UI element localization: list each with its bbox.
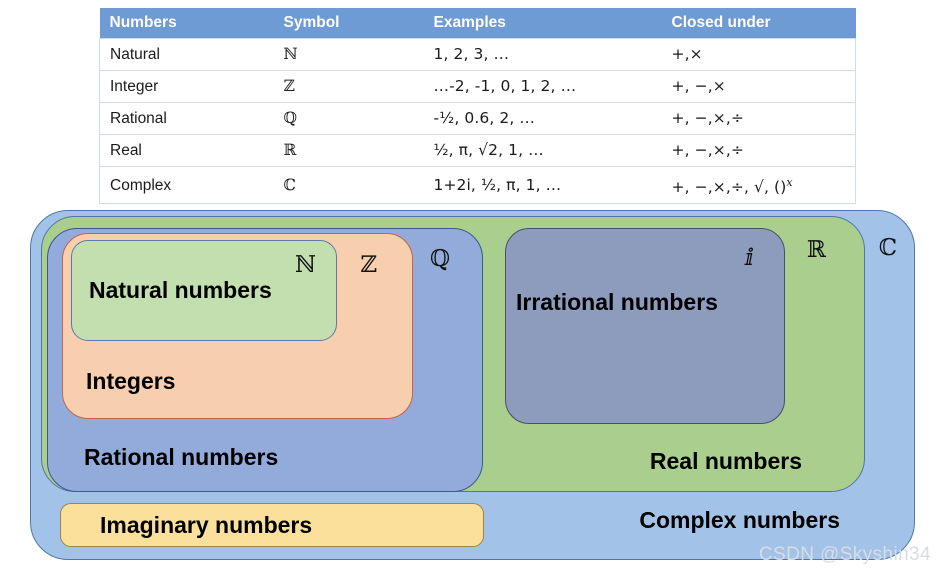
table-header: Numbers Symbol Examples Closed under [99, 8, 856, 39]
symbol-integer: ℤ [360, 252, 377, 278]
table-body: Natural ℕ 1, 2, 3, … +,× Integer ℤ …-2, … [99, 38, 856, 204]
cell-closed-under: +, −,×,÷ [661, 102, 856, 135]
column-header-numbers: Numbers [109, 14, 177, 31]
label-complex-numbers: Complex numbers [639, 507, 840, 533]
cell-number-name: Rational [99, 102, 274, 135]
cell-examples: ½, π, √2, 1, … [433, 141, 544, 159]
symbol-irrational: ⅈ [745, 245, 754, 271]
label-imaginary-numbers: Imaginary numbers [100, 512, 313, 538]
cell-examples: …-2, -1, 0, 1, 2, … [433, 77, 577, 95]
table-row: Integer ℤ …-2, -1, 0, 1, 2, … +, −,× [99, 70, 856, 103]
table-row: Real ℝ ½, π, √2, 1, … +, −,×,÷ [99, 134, 856, 167]
symbol-real: ℝ [806, 237, 826, 263]
cell-closed-under: +, −,× [661, 70, 856, 103]
column-header-examples: Examples [433, 14, 506, 31]
cell-closed-under: +, −,×,÷ [661, 134, 856, 167]
symbol-complex: ℂ [878, 235, 897, 261]
label-natural-numbers: Natural numbers [89, 277, 272, 303]
closed-under-exponent: x [786, 176, 793, 189]
cell-closed-under: +,× [661, 38, 856, 71]
region-natural-numbers: ℕ Natural numbers [71, 240, 337, 341]
number-types-table: Numbers Symbol Examples Closed under Nat… [99, 8, 856, 205]
cell-number-name: Complex [99, 166, 274, 204]
cell-examples: 1, 2, 3, … [433, 45, 510, 63]
region-irrational-numbers: ⅈ Irrational numbers [505, 228, 785, 424]
cell-closed-under: +, −,×,÷, √, ()x [661, 166, 856, 204]
closed-under-text: +, −,×,÷, √, () [671, 178, 787, 197]
cell-symbol: ℂ [283, 175, 296, 194]
symbol-rational: ℚ [429, 246, 450, 272]
cell-symbol: ℝ [283, 141, 297, 159]
cell-symbol: ℕ [283, 45, 298, 63]
table-row: Complex ℂ 1+2i, ½, π, 1, … +, −,×,÷, √, … [99, 166, 856, 204]
symbol-natural: ℕ [294, 252, 316, 278]
cell-symbol: ℚ [283, 109, 298, 127]
cell-number-name: Real [99, 134, 274, 167]
column-header-closed-under: Closed under [671, 14, 771, 31]
cell-number-name: Natural [99, 38, 274, 71]
label-rational-numbers: Rational numbers [84, 444, 279, 470]
table-header-row: Numbers Symbol Examples Closed under [99, 8, 856, 39]
cell-number-name: Integer [99, 70, 274, 103]
table-row: Natural ℕ 1, 2, 3, … +,× [99, 38, 856, 71]
column-header-symbol: Symbol [283, 14, 340, 31]
cell-symbol: ℤ [283, 77, 295, 95]
cell-examples: 1+2i, ½, π, 1, … [433, 175, 562, 194]
cell-examples: -½, 0.6, 2, … [433, 109, 535, 127]
label-real-numbers: Real numbers [649, 448, 802, 474]
label-irrational-numbers: Irrational numbers [516, 289, 718, 315]
label-integers: Integers [86, 368, 176, 394]
region-imaginary-numbers: Imaginary numbers [60, 503, 484, 547]
table-row: Rational ℚ -½, 0.6, 2, … +, −,×,÷ [99, 102, 856, 135]
